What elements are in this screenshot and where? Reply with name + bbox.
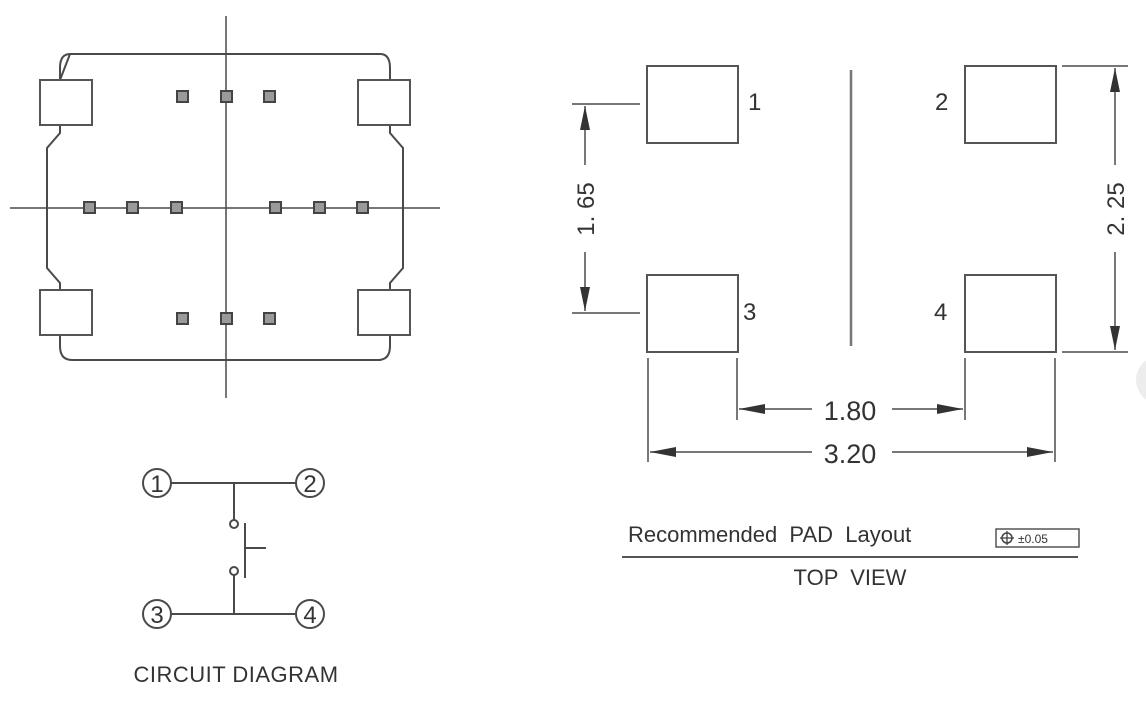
arrow-head	[1027, 447, 1053, 457]
arrow-head	[580, 106, 590, 130]
mark	[176, 90, 189, 103]
dimension-value: 2. 25	[1103, 182, 1130, 235]
pad-1	[646, 65, 739, 144]
terminal-top-right	[357, 79, 411, 126]
pad-layout-view: 1 2 3 4 1. 65 2. 25	[572, 65, 1130, 590]
pin-3: 3	[142, 599, 172, 629]
tolerance-value: ±0.05	[1018, 532, 1048, 546]
pin-number: 4	[303, 602, 316, 629]
terminal-bottom-left	[39, 289, 93, 336]
pin-number: 1	[150, 471, 163, 498]
dimension-3-20: 3.20	[650, 439, 1053, 469]
mark	[126, 201, 139, 214]
pin-circle	[295, 468, 325, 498]
dimension-value: 1.80	[824, 396, 877, 426]
mark	[83, 201, 96, 214]
alignment-marks	[83, 90, 369, 325]
switch-contact-lower	[229, 566, 239, 576]
dimension-1-80: 1.80	[739, 396, 963, 426]
pad-3	[646, 274, 739, 353]
position-tolerance-icon	[1000, 531, 1014, 545]
pin-number: 3	[150, 602, 163, 629]
body-outline	[46, 52, 404, 361]
pin-number: 2	[303, 471, 316, 498]
pad-label-1: 1	[748, 89, 761, 116]
dimension-2-25: 2. 25	[1062, 65, 1130, 353]
mark	[170, 201, 183, 214]
arrow-head	[739, 404, 765, 414]
pad-2	[964, 65, 1057, 144]
pad-label-3: 3	[743, 299, 756, 326]
mark	[263, 90, 276, 103]
pin-circle	[295, 599, 325, 629]
terminal-top-left	[39, 79, 93, 126]
switch-contact-upper	[229, 519, 239, 529]
view-label: TOP VIEW	[794, 565, 907, 590]
mark	[220, 312, 233, 325]
pin-1: 1	[142, 468, 172, 498]
pad-label-4: 4	[934, 299, 947, 326]
arrow-head	[650, 447, 676, 457]
dimension-value: 3.20	[824, 439, 877, 469]
pad-label-2: 2	[935, 89, 948, 116]
mark	[356, 201, 369, 214]
circuit-diagram: 1 2 3 4 CIRCUIT DIAGRAM	[133, 468, 338, 687]
pad-4	[964, 274, 1057, 353]
terminal-bottom-right	[357, 289, 411, 336]
component-outline-view	[10, 16, 440, 398]
pad-layout-caption: Recommended PAD Layout	[628, 522, 911, 547]
tolerance-frame	[995, 528, 1080, 548]
mark	[313, 201, 326, 214]
pin-2: 2	[295, 468, 325, 498]
arrow-head	[1110, 326, 1120, 350]
arrow-head	[937, 404, 963, 414]
mark	[176, 312, 189, 325]
mark	[263, 312, 276, 325]
edge-shadow-circle	[1136, 360, 1146, 400]
pin-circle	[142, 599, 172, 629]
circuit-title: CIRCUIT DIAGRAM	[133, 662, 338, 687]
dimension-value: 1. 65	[573, 182, 600, 235]
pin-4: 4	[295, 599, 325, 629]
mark	[269, 201, 282, 214]
mark	[220, 90, 233, 103]
pin-circle	[142, 468, 172, 498]
tolerance-box: ±0.05	[995, 528, 1080, 548]
arrow-head	[580, 287, 590, 311]
dimension-1-65: 1. 65	[572, 103, 640, 314]
arrow-head	[1110, 68, 1120, 92]
